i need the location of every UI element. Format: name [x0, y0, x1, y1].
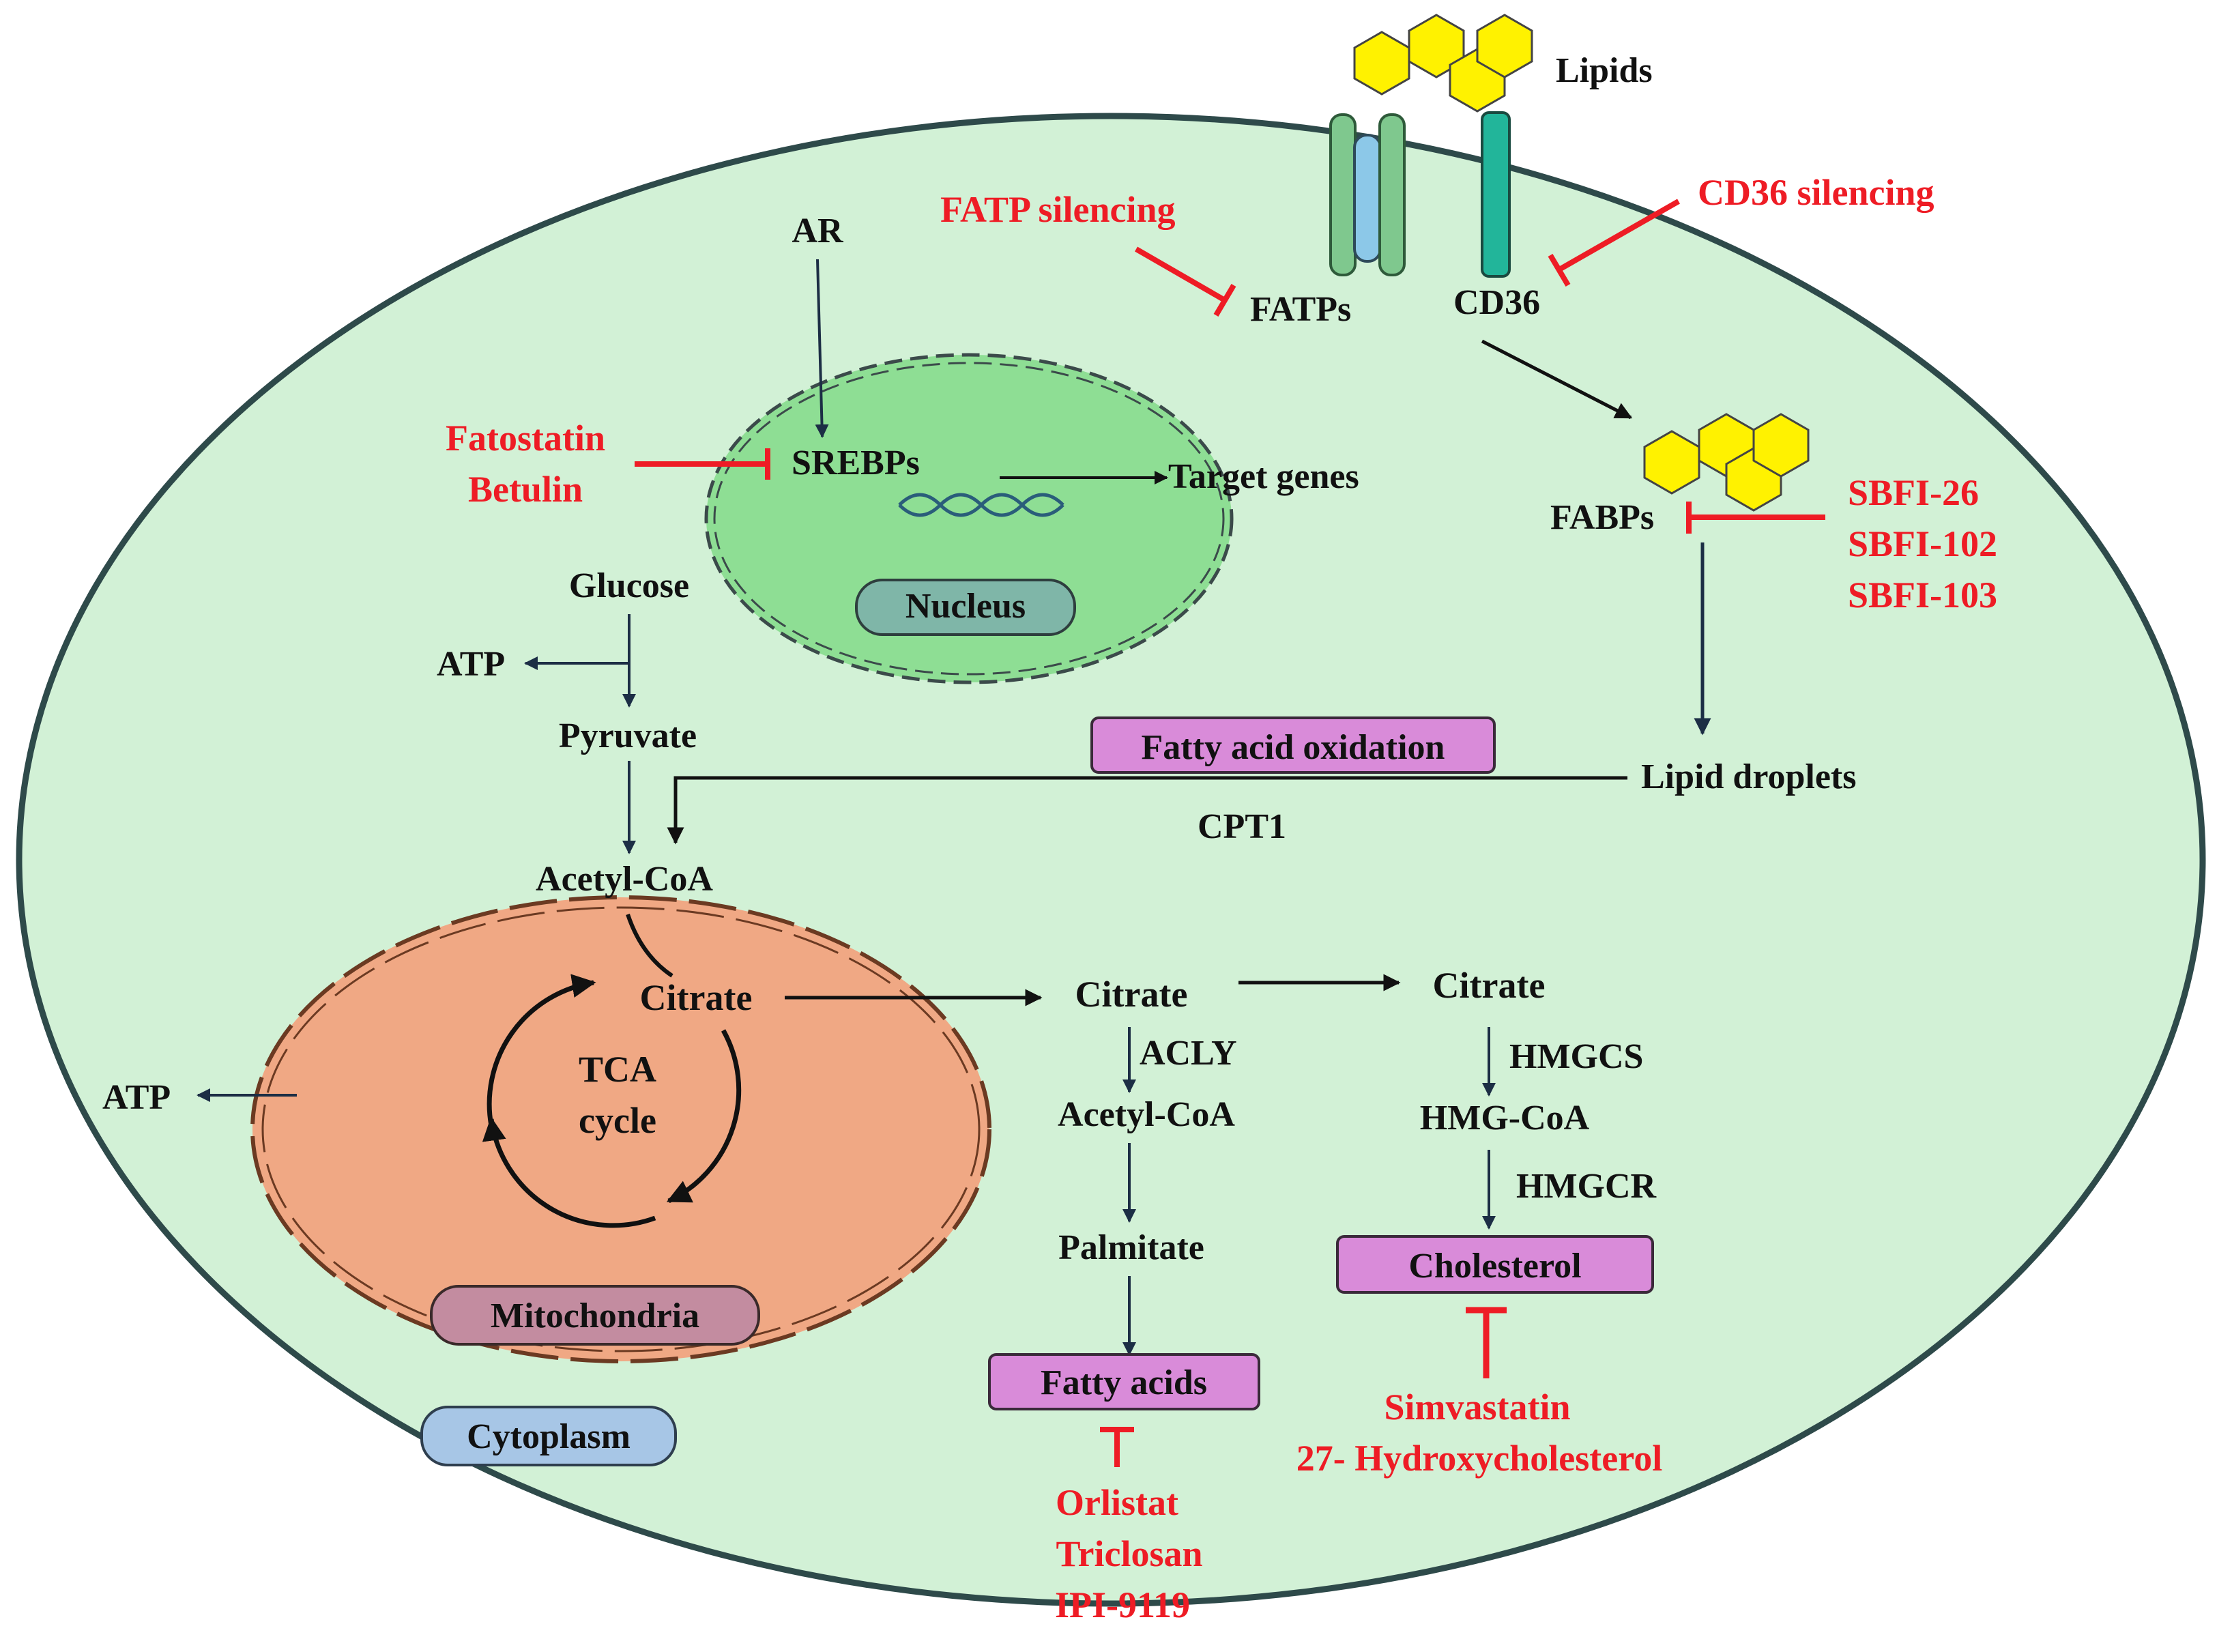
- ar-to-srebps-arrow: [815, 259, 829, 438]
- palmitate-label: Palmitate: [1058, 1228, 1204, 1267]
- cpt1-label: CPT1: [1198, 807, 1286, 846]
- hmgcr-label: HMGCR: [1516, 1167, 1657, 1206]
- sbfi26-label: SBFI-26: [1848, 472, 1979, 513]
- pyruvate-label: Pyruvate: [559, 716, 697, 755]
- citrate-mid-label: Citrate: [1075, 974, 1188, 1015]
- cd36-inhibition: [1548, 199, 1680, 287]
- atp-left-label: ATP: [102, 1078, 171, 1117]
- fatty-acid-oxidation-label: Fatty acid oxidation: [1142, 728, 1445, 767]
- cd36-silencing-label: CD36 silencing: [1698, 172, 1934, 213]
- fatp-inhibition: [1135, 246, 1236, 317]
- atp-top-label: ATP: [437, 645, 505, 684]
- fatps-label: FATPs: [1250, 290, 1351, 329]
- cd36-to-fabps-arrow: [1481, 339, 1633, 420]
- ar-label: AR: [792, 212, 844, 250]
- fabps-inhibition: [1686, 502, 1825, 534]
- lipid-hexagons-top: [1353, 14, 1533, 113]
- cd36-label: CD36: [1453, 283, 1540, 322]
- acetyl-coa-mid-label: Acetyl-CoA: [1058, 1095, 1235, 1134]
- tca-label-2: cycle: [579, 1100, 656, 1141]
- cholesterol-box: [1336, 1235, 1654, 1294]
- cholesterol-inhibition: [1466, 1307, 1507, 1378]
- fatty-acids-inhibition: [1100, 1427, 1134, 1467]
- nucleus: Nucleus: [704, 353, 1234, 684]
- lipid-droplets-label: Lipid droplets: [1641, 757, 1856, 796]
- fatty-acid-oxidation-box: [1090, 716, 1496, 774]
- fabps-label: FABPs: [1550, 498, 1654, 537]
- target-genes-label: Target genes: [1168, 457, 1359, 496]
- hmg-coa-label: HMG-CoA: [1420, 1099, 1590, 1137]
- citrate-mito-label: Citrate: [640, 977, 753, 1018]
- acly-label: ACLY: [1140, 1034, 1237, 1073]
- fatp-transporter: [1329, 113, 1406, 276]
- nucleus-label: Nucleus: [905, 587, 1026, 626]
- cd36-transporter: [1481, 111, 1511, 278]
- fatp-silencing-label: FATP silencing: [940, 189, 1176, 230]
- cytoplasm-label: Cytoplasm: [467, 1417, 631, 1456]
- srebps-inhibition: [635, 448, 770, 480]
- hydroxycholesterol-label: 27- Hydroxycholesterol: [1296, 1438, 1662, 1479]
- srebps-label: SREBPs: [792, 444, 920, 482]
- citrate-right-label: Citrate: [1433, 965, 1546, 1006]
- mitochondria-label-box: [430, 1285, 760, 1346]
- cytoplasm-label-box: [420, 1406, 677, 1466]
- sbfi102-label: SBFI-102: [1848, 523, 1997, 564]
- lipids-label: Lipids: [1556, 51, 1653, 90]
- orlistat-label: Orlistat: [1056, 1482, 1178, 1523]
- cholesterol-label: Cholesterol: [1408, 1247, 1581, 1286]
- hmgcs-label: HMGCS: [1509, 1037, 1643, 1076]
- tca-cycle-arrows: [482, 974, 742, 1228]
- lipid-droplets-to-acetyl-coa-arrow: [667, 776, 1627, 845]
- acetyl-coa-top-label: Acetyl-CoA: [536, 860, 713, 899]
- fatty-acids-box: [988, 1353, 1260, 1410]
- ipi9119-label: IPI-9119: [1055, 1584, 1190, 1625]
- simvastatin-label: Simvastatin: [1384, 1387, 1570, 1428]
- sbfi103-label: SBFI-103: [1848, 575, 1997, 615]
- lipid-hexagons-fabps: [1643, 413, 1810, 512]
- triclosan-label: Triclosan: [1056, 1533, 1203, 1574]
- nucleus-label-box: [855, 579, 1076, 636]
- fatty-acids-label: Fatty acids: [1041, 1363, 1207, 1402]
- tca-label-1: TCA: [579, 1049, 656, 1090]
- acetyl-coa-to-citrate-curve: [626, 914, 673, 978]
- mitochondria: Mitochondria: [250, 895, 991, 1363]
- fatostatin-label: Fatostatin: [446, 418, 605, 459]
- dna-helix-icon: [898, 493, 1064, 517]
- glucose-label: Glucose: [569, 566, 689, 605]
- betulin-label: Betulin: [468, 469, 583, 510]
- mitochondria-label: Mitochondria: [491, 1296, 699, 1335]
